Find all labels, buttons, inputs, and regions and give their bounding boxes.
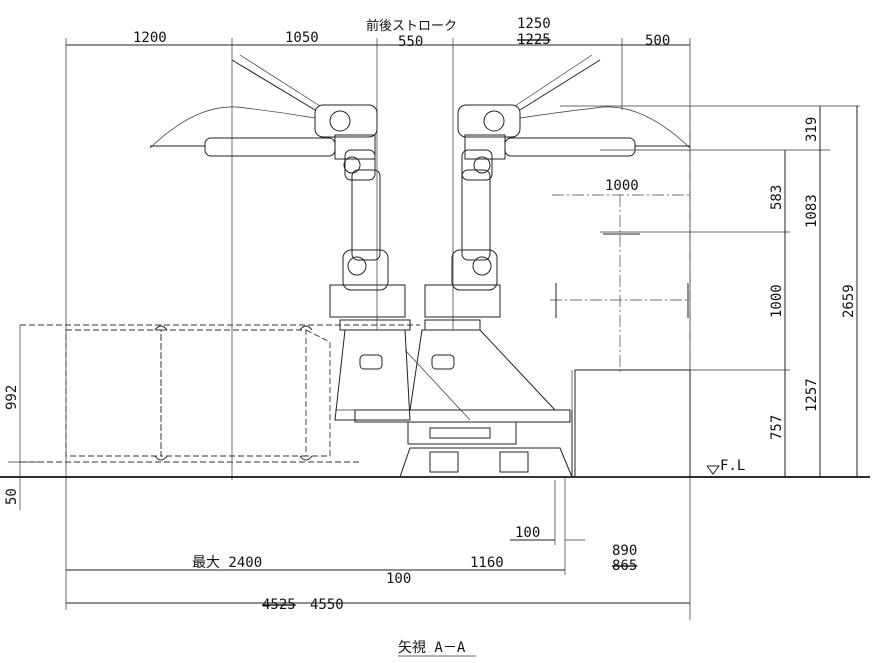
robot-base-right [404, 319, 557, 421]
bottom-dim-100-right: 100 [515, 525, 540, 541]
floor-label: F.L [720, 458, 745, 474]
bottom-dim-max-2400: 最大 2400 [192, 555, 262, 571]
right-dim-1257: 1257 [804, 378, 820, 412]
top-dim-1050: 1050 [285, 30, 319, 46]
left-dim-992: 992 [4, 385, 20, 410]
left-fixture [8, 324, 420, 477]
workpiece [550, 110, 691, 478]
right-dim-319: 319 [804, 117, 820, 142]
top-dimension-lines [65, 38, 691, 620]
top-dim-1200: 1200 [133, 30, 167, 46]
left-dim-50: 50 [4, 488, 20, 505]
bottom-dim-100-center: 100 [386, 571, 411, 587]
top-dim-550: 550 [398, 34, 423, 50]
right-dim-1000: 1000 [769, 284, 785, 318]
bottom-dim-890: 890 [612, 543, 637, 559]
view-caption: 矢視 A－A [398, 640, 466, 656]
right-dim-583: 583 [769, 185, 785, 210]
top-dim-1250: 1250 [517, 16, 551, 32]
robot-arm-left [149, 54, 406, 318]
inner-dim-1000: 1000 [605, 178, 639, 194]
right-dim-757: 757 [769, 415, 785, 440]
bottom-dim-4525-struck: 4525 [262, 597, 296, 613]
bottom-dim-4550: 4550 [310, 597, 344, 613]
bottom-dimension-lines [19, 477, 690, 604]
right-dimension-lines [560, 105, 860, 477]
robot-arm-right [424, 54, 691, 318]
right-dim-2659: 2659 [841, 284, 857, 318]
positioner-frame [354, 370, 573, 478]
robot-base-left [334, 319, 411, 421]
bottom-dim-1160: 1160 [470, 555, 504, 571]
right-dim-1083: 1083 [804, 194, 820, 228]
top-dim-1225-struck: 1225 [517, 32, 551, 48]
top-dim-500: 500 [645, 33, 670, 49]
stroke-title: 前後ストローク [366, 18, 457, 34]
bottom-dim-865-struck: 865 [612, 558, 637, 574]
